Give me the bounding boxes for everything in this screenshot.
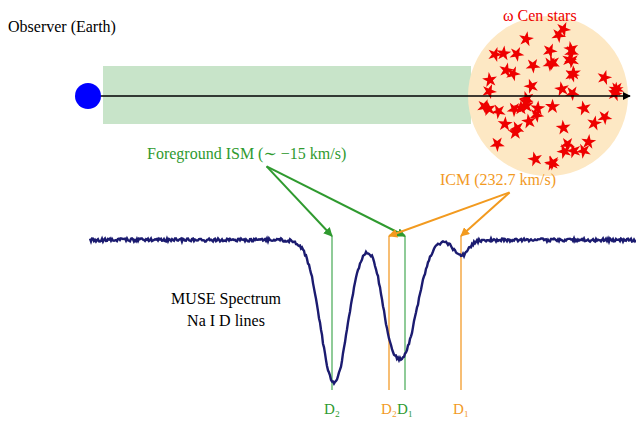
star-symbol <box>518 30 535 47</box>
star-symbol <box>580 133 596 149</box>
line-marker: D₁ <box>452 236 471 418</box>
star-symbol <box>608 81 624 96</box>
star-symbol <box>563 82 583 102</box>
star-symbol <box>487 133 507 153</box>
star-symbol <box>495 45 511 61</box>
spectrum-curve <box>90 238 636 383</box>
ism-d1-marker <box>404 236 406 390</box>
star-symbol <box>564 140 584 161</box>
star-symbol <box>555 118 574 137</box>
star-symbol <box>526 149 546 169</box>
star-symbol <box>497 116 513 131</box>
star-symbol <box>504 98 525 118</box>
sightline-arrow <box>88 95 630 97</box>
line-name: D₁ <box>453 401 469 418</box>
star-symbol <box>480 99 500 119</box>
pointer-arrow <box>389 192 510 236</box>
line-name: D₁ <box>397 401 413 418</box>
spectrum-label: MUSE Spectrum <box>171 290 281 308</box>
star-symbol <box>527 104 547 124</box>
star-symbol <box>486 45 505 63</box>
line-marker: D₂ <box>380 236 399 418</box>
star-symbol <box>497 61 515 78</box>
velocity-label: ICM (232.7 km/s) <box>440 171 556 189</box>
spectrum-label: Na I D lines <box>187 312 265 330</box>
star-symbol <box>586 114 603 131</box>
star-symbol <box>507 123 525 142</box>
star-symbol <box>543 52 564 73</box>
line-name: D₂ <box>381 401 397 418</box>
icm-d1-marker <box>460 236 462 390</box>
star-symbol <box>481 70 500 90</box>
star-symbol <box>543 152 564 173</box>
pointer-arrow <box>461 192 510 236</box>
star-symbol <box>565 63 583 82</box>
star-symbol <box>517 96 536 116</box>
line-marker: D₁ <box>396 236 415 418</box>
star-symbol <box>595 68 613 86</box>
velocity-label: Foreground ISM (∼ −15 km/s) <box>147 145 346 163</box>
ism-band <box>103 66 471 124</box>
line-name: D₂ <box>324 401 340 418</box>
observer-label: Observer (Earth) <box>8 18 116 36</box>
star-symbol <box>549 25 569 45</box>
cluster-label: ω Cen stars <box>503 7 577 25</box>
star-symbol <box>545 99 560 113</box>
star-symbol <box>480 81 499 100</box>
pointer-arrow <box>267 166 332 236</box>
star-symbol <box>523 55 543 75</box>
pointer-arrow <box>267 166 405 236</box>
ism-d2-marker <box>331 236 333 390</box>
component-label: Foreground ISM (∼ −15 km/s) <box>147 145 346 163</box>
star-symbol <box>507 44 527 64</box>
star-symbol <box>562 39 582 59</box>
star-symbol <box>522 75 542 96</box>
star-symbol <box>543 153 563 173</box>
observer-dot <box>75 83 101 109</box>
star-symbol <box>575 98 595 118</box>
star-symbol <box>562 50 583 71</box>
icm-d2-marker <box>388 236 390 390</box>
line-marker: D₂ <box>323 236 342 418</box>
component-label: ICM (232.7 km/s) <box>440 171 556 189</box>
